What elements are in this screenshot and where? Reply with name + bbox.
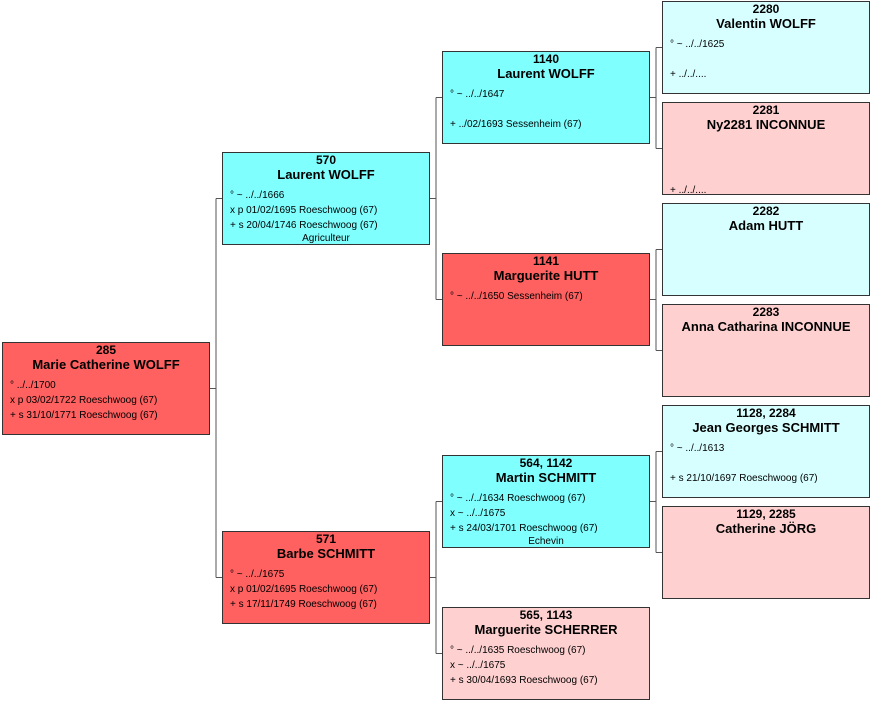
event-line: x p 01/02/1695 Roeschwoog (67) xyxy=(230,205,378,216)
event-line: ° ~ ../../1625 xyxy=(670,39,725,50)
event-line: + s 21/10/1697 Roeschwoog (67) xyxy=(670,473,818,484)
person-name: Ny2281 INCONNUE xyxy=(706,117,826,132)
sosa-number: 2283 xyxy=(752,305,780,319)
person-name: Jean Georges SCHMITT xyxy=(692,420,840,435)
sosa-number: 565, 1143 xyxy=(519,608,573,622)
event-line: + ../../.... xyxy=(670,69,707,80)
sosa-number: 1140 xyxy=(532,52,560,66)
person-name: Adam HUTT xyxy=(728,218,804,233)
event-lines: ° ~ ../../1635 Roeschwoog (67) x ~ ../../… xyxy=(443,643,649,688)
sosa-number: 1141 xyxy=(532,254,560,268)
event-line: + s 24/03/1701 Roeschwoog (67) xyxy=(450,523,598,534)
event-line xyxy=(670,153,869,168)
event-lines: ° ~ ../../1634 Roeschwoog (67) x ~ ../../… xyxy=(443,491,649,536)
person-name: Marguerite SCHERRER xyxy=(474,622,618,637)
event-line: + s 17/11/1749 Roeschwoog (67) xyxy=(230,599,377,610)
person-name: Catherine JÖRG xyxy=(715,521,817,536)
event-line xyxy=(670,138,869,153)
event-line: ° ~ ../../1613 xyxy=(670,443,725,454)
occupation: Echevin xyxy=(528,536,564,547)
event-line: ° ~ ../../1675 xyxy=(230,569,285,580)
event-line: x p 03/02/1722 Roeschwoog (67) xyxy=(10,395,158,406)
sosa-number: 1128, 2284 xyxy=(736,406,796,420)
event-line: + ../../.... xyxy=(670,185,707,195)
sosa-number: 2282 xyxy=(752,204,780,218)
event-line: ° ../../1700 xyxy=(10,380,56,391)
event-lines: + ../../.... xyxy=(663,138,869,195)
event-line: + s 30/04/1693 Roeschwoog (67) xyxy=(450,675,598,686)
event-lines: ° ~ ../../1650 Sessenheim (67) xyxy=(443,289,649,304)
event-line: + ../02/1693 Sessenheim (67) xyxy=(450,119,582,130)
sosa-number: 564, 1142 xyxy=(519,456,573,470)
event-line: + s 20/04/1746 Roeschwoog (67) xyxy=(230,220,378,231)
person-name: Marie Catherine WOLFF xyxy=(32,357,180,372)
event-line: x p 01/02/1695 Roeschwoog (67) xyxy=(230,584,378,595)
sosa-number: 1129, 2285 xyxy=(736,507,796,521)
event-line xyxy=(450,102,649,117)
person-name: Martin SCHMITT xyxy=(495,470,597,485)
event-lines: ° ../../1700 x p 03/02/1722 Roeschwoog (6… xyxy=(3,378,209,423)
event-lines: ° ~ ../../1675 x p 01/02/1695 Roeschwoog … xyxy=(223,567,429,612)
event-lines: ° ~ ../../1666 x p 01/02/1695 Roeschwoog … xyxy=(223,188,429,233)
event-line xyxy=(670,52,869,67)
event-line: ° ~ ../../1634 Roeschwoog (67) xyxy=(450,493,586,504)
person-name: Anna Catharina INCONNUE xyxy=(681,319,851,334)
person-name: Laurent WOLFF xyxy=(277,167,375,182)
event-line: x ~ ../../1675 xyxy=(450,508,506,519)
event-line: ° ~ ../../1647 xyxy=(450,89,505,100)
event-lines: ° ~ ../../1625 + ../../.... xyxy=(663,37,869,82)
event-line: ° ~ ../../1650 Sessenheim (67) xyxy=(450,291,583,302)
sosa-number: 285 xyxy=(95,343,117,357)
event-line: ° ~ ../../1635 Roeschwoog (67) xyxy=(450,645,586,656)
event-lines: ° ~ ../../1613 + s 21/10/1697 Roeschwoog … xyxy=(663,441,869,486)
sosa-number: 570 xyxy=(315,153,337,167)
event-line: + s 31/10/1771 Roeschwoog (67) xyxy=(10,410,158,421)
event-line xyxy=(670,456,869,471)
sosa-number: 2280 xyxy=(752,2,780,16)
event-line: ° ~ ../../1666 xyxy=(230,190,285,201)
event-lines: ° ~ ../../1647 + ../02/1693 Sessenheim (6… xyxy=(443,87,649,132)
person-name: Valentin WOLFF xyxy=(716,16,816,31)
occupation: Agriculteur xyxy=(302,233,350,244)
person-name: Barbe SCHMITT xyxy=(276,546,376,561)
sosa-number: 571 xyxy=(315,532,337,546)
sosa-number: 2281 xyxy=(752,103,780,117)
event-line: x ~ ../../1675 xyxy=(450,660,506,671)
person-name: Laurent WOLFF xyxy=(497,66,595,81)
person-name: Marguerite HUTT xyxy=(493,268,599,283)
event-line xyxy=(670,168,869,183)
